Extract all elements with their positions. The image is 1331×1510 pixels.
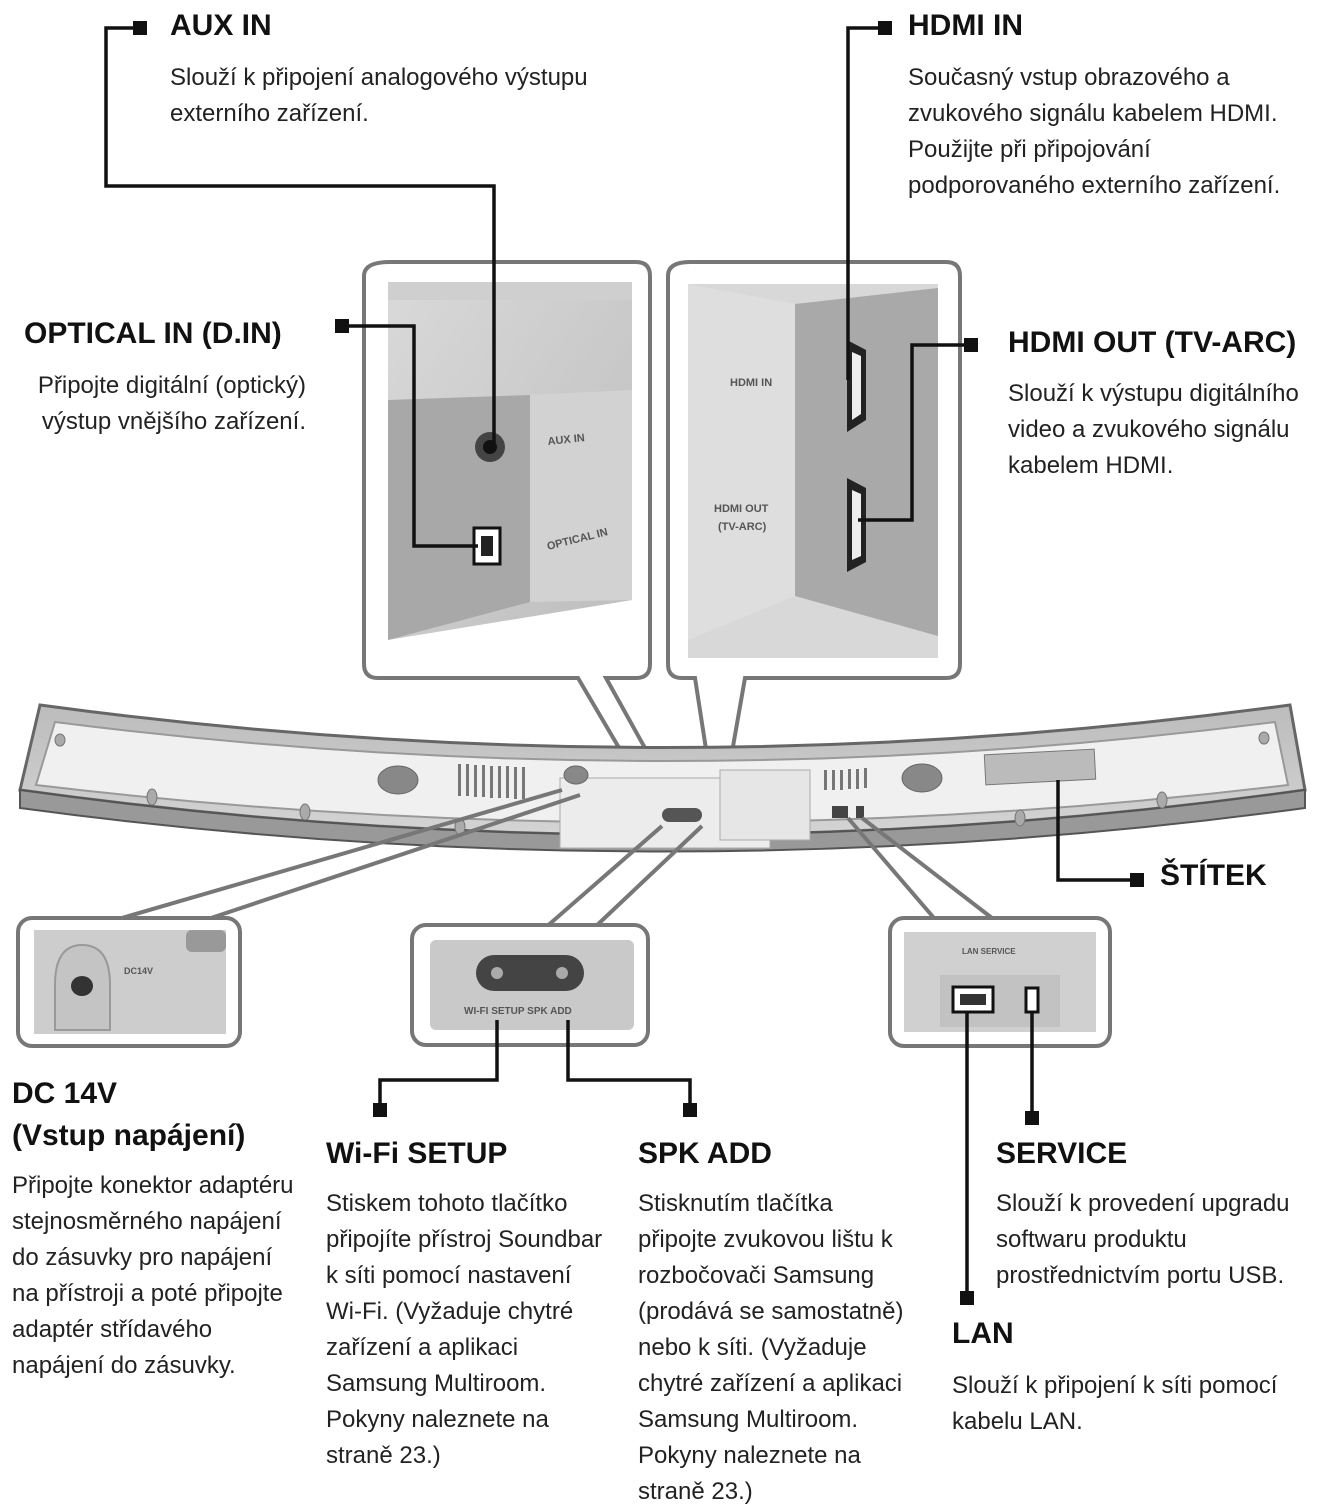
device-label-aux: AUX IN [547,432,585,448]
wifi-spk-buttons-icon [662,808,702,822]
wifi-setup-title: Wi-Fi SETUP [326,1137,508,1170]
stitek-title: ŠTÍTEK [1160,859,1267,892]
device-label-wifi-spk: WI-FI SETUP SPK ADD [464,1006,572,1017]
optical-in-desc: Připojte digitální (optický) výstup vněj… [37,372,306,435]
vent-right-icon [824,768,867,790]
aux-in-desc: Slouží k připojení analogového výstupu e… [170,64,588,127]
hdmi-out-port-icon [847,478,866,572]
hdmi-in-title: HDMI IN [908,9,1023,42]
leader-lines [104,26,1136,1298]
usb-port-icon [1024,986,1040,1014]
dc-port-icon [71,976,93,996]
marker-squares [133,21,1144,1305]
lan-title: LAN [952,1317,1014,1350]
wifi-setup-button-icon [491,967,503,979]
dc14v-title-1: DC 14V [12,1077,118,1110]
hdmi-out-desc: Slouží k výstupu digitálního video a zvu… [1008,380,1299,479]
mount-hole-icon [377,763,943,795]
service-title: SERVICE [996,1137,1128,1170]
dc-zoom-panel: DC14V [16,788,581,1048]
device-label-tv-arc: (TV-ARC) [718,521,767,533]
lan-desc: Slouží k připojení k síti pomocí kabelu … [952,1372,1278,1435]
hdmi-in-port-icon [847,340,866,432]
service-desc: Slouží k provedení upgradu softwaru prod… [996,1190,1290,1289]
optical-in-title: OPTICAL IN (D.IN) [24,317,282,350]
aux-optical-zoom-panel: AUX IN OPTICAL IN [362,260,664,777]
spk-add-title: SPK ADD [638,1137,772,1170]
optical-port-icon [472,526,502,566]
spk-add-button-icon [556,967,568,979]
hdmi-zoom-panel: HDMI IN HDMI OUT (TV-ARC) [666,260,962,777]
lan-port-small-icon [832,806,848,818]
spk-add-desc: Stisknutím tlačítka připojte zvukovou li… [638,1190,904,1505]
device-label-lan-service: LAN SERVICE [962,947,1016,956]
aux-in-title: AUX IN [170,9,272,42]
label-plate [983,748,1097,786]
lan-service-zoom-panel: LAN SERVICE [846,816,1112,1048]
usb-port-small-icon [856,806,864,818]
hdmi-in-desc: Současný vstup obrazového a zvukového si… [908,64,1281,199]
dc14v-desc: Připojte konektor adaptéru stejnosměrnéh… [12,1172,294,1379]
device-label-dc14v: DC14V [124,966,153,976]
wifi-setup-desc: Stiskem tohoto tlačítko připojíte přístr… [326,1190,603,1469]
vent-left-icon [458,764,525,799]
dc14v-title-2: (Vstup napájení) [12,1119,246,1152]
soundbar-body [18,703,1307,853]
device-label-hdmi-out: HDMI OUT [714,503,769,515]
wifi-spk-zoom-panel: WI-FI SETUP SPK ADD [410,824,704,1047]
device-label-hdmi-in: HDMI IN [730,377,772,389]
hdmi-out-title: HDMI OUT (TV-ARC) [1008,326,1297,359]
